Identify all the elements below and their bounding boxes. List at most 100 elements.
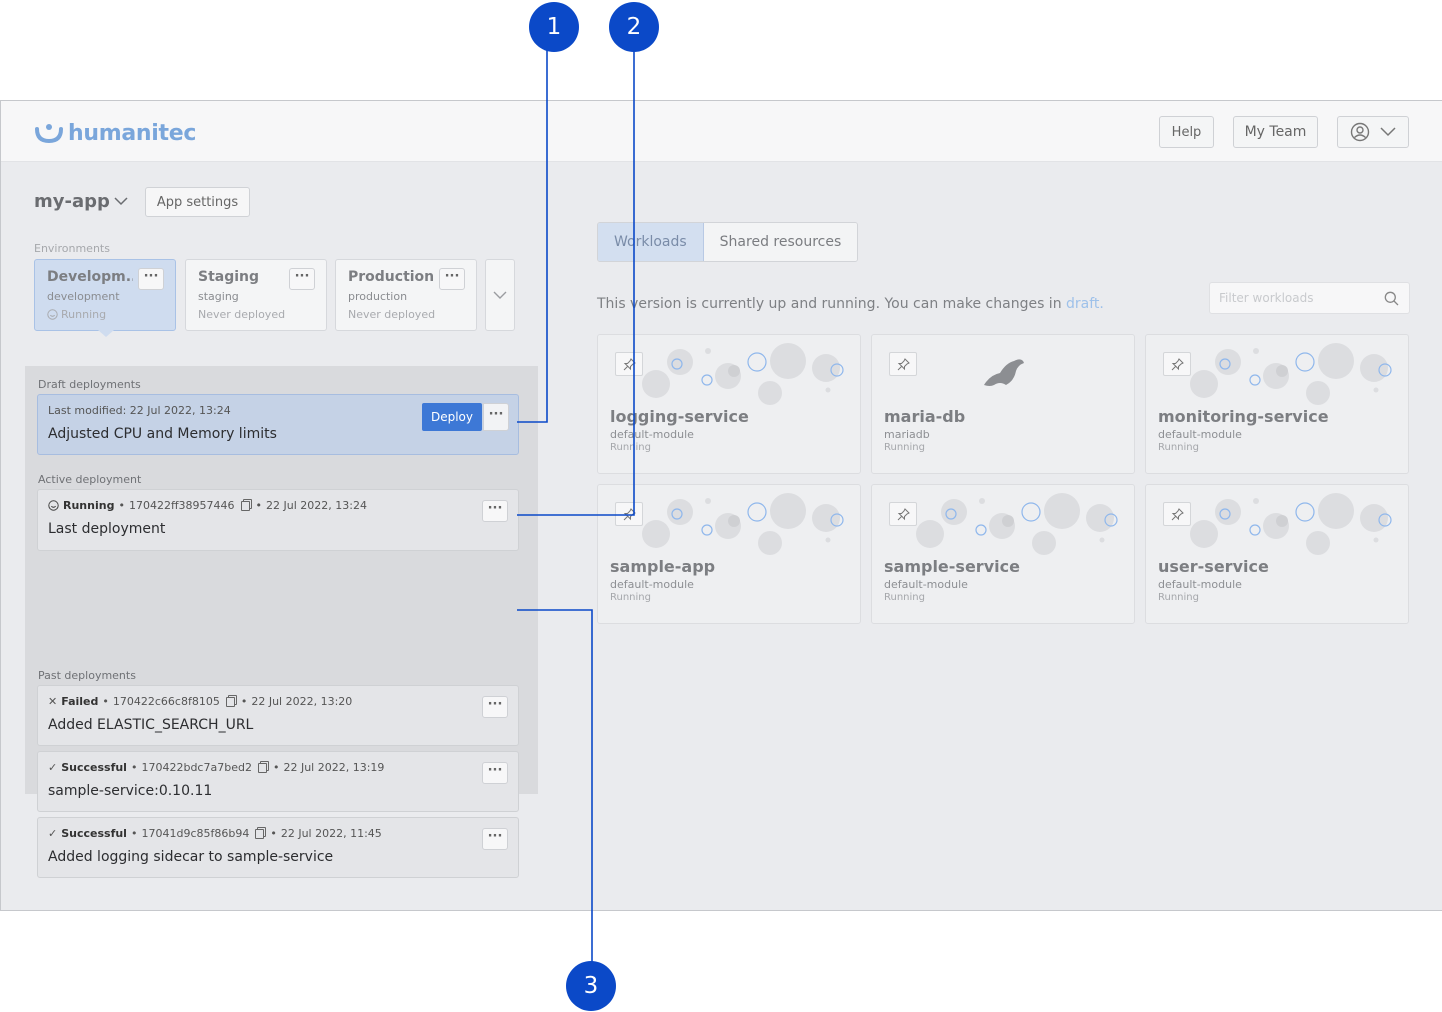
deployment-title: Added ELASTIC_SEARCH_URL — [48, 717, 254, 733]
env-card-production[interactable]: Production production Never deployed ··· — [335, 259, 477, 331]
draft-link[interactable]: draft. — [1066, 296, 1104, 312]
deployment-id: 17041d9c85f86b94 — [141, 827, 250, 840]
copy-icon[interactable] — [255, 828, 265, 839]
deployment-menu-button[interactable]: ··· — [482, 500, 508, 522]
env-menu-button[interactable]: ··· — [439, 268, 465, 290]
filter-placeholder: Filter workloads — [1219, 291, 1314, 305]
app-window: humanitec Help My Team my-app App sett — [0, 100, 1442, 911]
pin-icon[interactable] — [1163, 352, 1191, 376]
copy-icon[interactable] — [257, 762, 267, 773]
deployment-id: 170422bdc7a7bed2 — [141, 761, 252, 774]
app-settings-button[interactable]: App settings — [145, 187, 250, 217]
app-selector[interactable]: my-app — [34, 191, 128, 212]
deployment-meta: ✓ Successful • 17041d9c85f86b94 • 22 Jul… — [48, 827, 382, 840]
active-deployment-label: Active deployment — [38, 473, 142, 486]
check-icon: ✓ — [48, 827, 58, 840]
pin-icon[interactable] — [889, 502, 917, 526]
pin-icon[interactable] — [615, 502, 643, 526]
running-smiley-icon — [47, 309, 58, 320]
draft-deployments-label: Draft deployments — [38, 378, 141, 391]
copy-icon[interactable] — [240, 500, 250, 511]
env-card-staging[interactable]: Staging staging Never deployed ··· — [185, 259, 327, 331]
deployments-panel: Draft deployments Last modified: 22 Jul … — [25, 366, 538, 878]
deployment-date: 22 Jul 2022, 13:19 — [283, 761, 385, 774]
my-team-button[interactable]: My Team — [1233, 116, 1318, 148]
workload-module: default-module — [610, 428, 694, 441]
humanitec-logo[interactable]: humanitec — [34, 119, 196, 147]
workload-bubbles-art — [1190, 343, 1392, 405]
deployment-menu-button[interactable]: ··· — [482, 696, 508, 718]
callout-badge-1: 1 — [529, 2, 579, 52]
user-menu-button[interactable] — [1337, 116, 1409, 148]
workload-bubbles-art — [642, 493, 844, 555]
active-deployment-card[interactable]: Running • 170422ff38957446 • 22 Jul 2022… — [37, 489, 519, 551]
workload-bubbles-art — [1190, 493, 1392, 555]
workload-tabs: Workloads Shared resources — [597, 222, 859, 262]
draft-modified: Last modified: 22 Jul 2022, 13:24 — [48, 404, 231, 417]
deployment-date: 22 Jul 2022, 11:45 — [280, 827, 382, 840]
workload-name: sample-service — [884, 557, 1020, 576]
env-slug: production — [348, 290, 408, 303]
tab-shared-resources[interactable]: Shared resources — [703, 223, 858, 261]
deployment-id: 170422c66c8f8105 — [112, 695, 220, 708]
workload-name: monitoring-service — [1158, 407, 1329, 426]
workload-bubbles-art — [642, 343, 844, 405]
deployment-title: sample-service:0.10.11 — [48, 783, 213, 799]
mariadb-seal-icon — [984, 359, 1024, 386]
workload-module: default-module — [1158, 428, 1242, 441]
workload-status: Running — [884, 592, 925, 603]
deployment-menu-button[interactable]: ··· — [482, 762, 508, 784]
search-icon — [1384, 291, 1399, 306]
env-card-development[interactable]: Developm... development Running ··· — [34, 259, 176, 331]
env-menu-button[interactable]: ··· — [138, 268, 164, 290]
pin-icon[interactable] — [615, 352, 643, 376]
env-name: Staging — [198, 269, 260, 285]
env-more-button[interactable] — [485, 259, 515, 331]
deployment-date: 22 Jul 2022, 13:24 — [266, 499, 367, 512]
workload-status: Running — [610, 592, 651, 603]
deployment-date: 22 Jul 2022, 13:20 — [251, 695, 353, 708]
past-deployments-label: Past deployments — [38, 669, 136, 682]
workload-status: Running — [1158, 442, 1199, 453]
env-menu-button[interactable]: ··· — [289, 268, 315, 290]
deploy-button[interactable]: Deploy — [422, 403, 482, 431]
past-deployment-card[interactable]: ✓ Successful • 170422bdc7a7bed2 • 22 Jul… — [37, 751, 519, 812]
help-button[interactable]: Help — [1159, 116, 1214, 148]
callout-badge-3: 3 — [566, 961, 616, 1011]
pin-icon[interactable] — [1163, 502, 1191, 526]
past-deployment-card[interactable]: ✕ Failed • 170422c66c8f8105 • 22 Jul 202… — [37, 685, 519, 746]
pin-icon[interactable] — [889, 352, 917, 376]
workload-name: user-service — [1158, 557, 1269, 576]
draft-deployment-card[interactable]: Last modified: 22 Jul 2022, 13:24 Adjust… — [37, 394, 519, 455]
version-info: This version is currently up and running… — [597, 296, 1104, 312]
top-bar: humanitec Help My Team — [1, 101, 1442, 162]
copy-icon[interactable] — [225, 696, 235, 707]
tab-workloads[interactable]: Workloads — [598, 223, 704, 261]
deployment-menu-button[interactable]: ··· — [482, 828, 508, 850]
workload-status: Running — [1158, 592, 1199, 603]
workload-module: default-module — [884, 578, 968, 591]
chevron-down-icon — [1380, 127, 1396, 137]
draft-title: Adjusted CPU and Memory limits — [48, 426, 277, 442]
workload-module: default-module — [1158, 578, 1242, 591]
logo-text: humanitec — [68, 120, 197, 146]
draft-menu-button[interactable]: ··· — [483, 403, 509, 431]
workload-bubbles-art — [916, 493, 1118, 555]
past-deployment-card[interactable]: ✓ Successful • 17041d9c85f86b94 • 22 Jul… — [37, 817, 519, 878]
workload-name: sample-app — [610, 557, 716, 576]
workload-status: Running — [884, 442, 925, 453]
env-name: Production — [348, 269, 434, 285]
filter-workloads-input[interactable]: Filter workloads — [1209, 282, 1410, 314]
callout-badge-2: 2 — [609, 2, 659, 52]
workload-name: logging-service — [610, 407, 749, 426]
deployment-meta: Running • 170422ff38957446 • 22 Jul 2022… — [48, 499, 508, 512]
user-avatar-icon — [1350, 122, 1370, 142]
humanitec-logo-icon — [35, 124, 63, 144]
deployment-title: Added logging sidecar to sample-service — [48, 849, 334, 865]
